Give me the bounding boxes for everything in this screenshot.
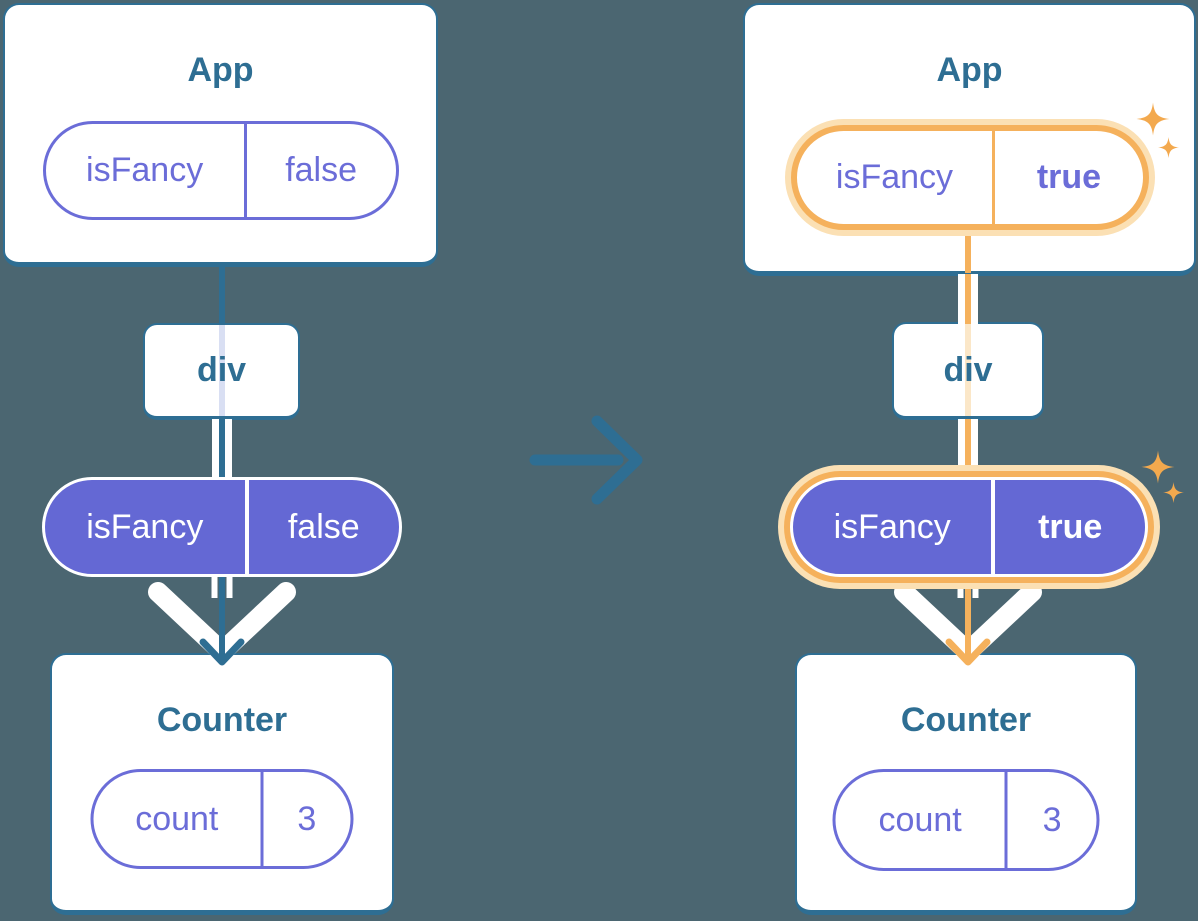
flow-arrow-before <box>148 576 296 666</box>
right-arrow-icon <box>529 415 643 505</box>
prop-value: false <box>285 151 358 189</box>
prop-pill-app-before: isFancy false <box>42 121 399 220</box>
div-label: div <box>196 351 247 389</box>
prop-pill-passed-before: isFancy false <box>42 477 402 577</box>
div-box-after: div <box>892 322 1044 420</box>
div-box-before: div <box>143 323 300 420</box>
counter-title: Counter <box>156 701 288 739</box>
prop-pill-passed-after: isFancy true <box>790 477 1148 577</box>
counter-card-after: Counter count 3 <box>795 653 1137 915</box>
div-label: div <box>943 350 993 389</box>
state-name: count <box>836 772 1008 868</box>
counter-card-before: Counter count 3 <box>50 653 394 915</box>
counter-title: Counter <box>900 701 1032 739</box>
prop-name: isFancy <box>45 480 249 574</box>
prop-name: isFancy <box>46 124 247 217</box>
app-card-after: App isFancy true <box>743 3 1196 276</box>
app-card-before: App isFancy false <box>3 3 438 267</box>
sparkle-icon <box>1141 450 1175 484</box>
state-value: 3 <box>1042 800 1062 839</box>
prop-pill-app-after: isFancy true <box>790 125 1149 230</box>
pipe-div-pill-before <box>212 419 232 481</box>
sparkle-icon <box>1136 102 1170 136</box>
state-pill-counter-after: count 3 <box>832 769 1100 871</box>
prop-value: true <box>1038 507 1103 546</box>
state-name: count <box>94 772 264 866</box>
arrowhead-icon <box>945 638 991 666</box>
arrowhead-icon <box>199 638 245 666</box>
connector-pill-stub-after <box>965 235 971 273</box>
state-value: 3 <box>297 799 317 838</box>
prop-value: true <box>1036 158 1102 196</box>
connector-app-div-before <box>219 265 225 325</box>
state-pill-counter-before: count 3 <box>90 769 354 869</box>
app-title: App <box>936 51 1003 89</box>
app-title: App <box>187 51 254 89</box>
sparkle-icon <box>1157 136 1180 159</box>
flow-stripe <box>965 324 971 416</box>
flow-stripe <box>218 325 225 416</box>
pipe-app-div-after <box>958 274 978 324</box>
prop-value: false <box>287 507 360 546</box>
flow-arrow-after <box>894 576 1042 666</box>
sparkle-icon <box>1162 481 1185 504</box>
prop-name: isFancy <box>797 131 996 224</box>
prop-name: isFancy <box>793 480 996 574</box>
pipe-div-pill-after <box>958 419 978 467</box>
